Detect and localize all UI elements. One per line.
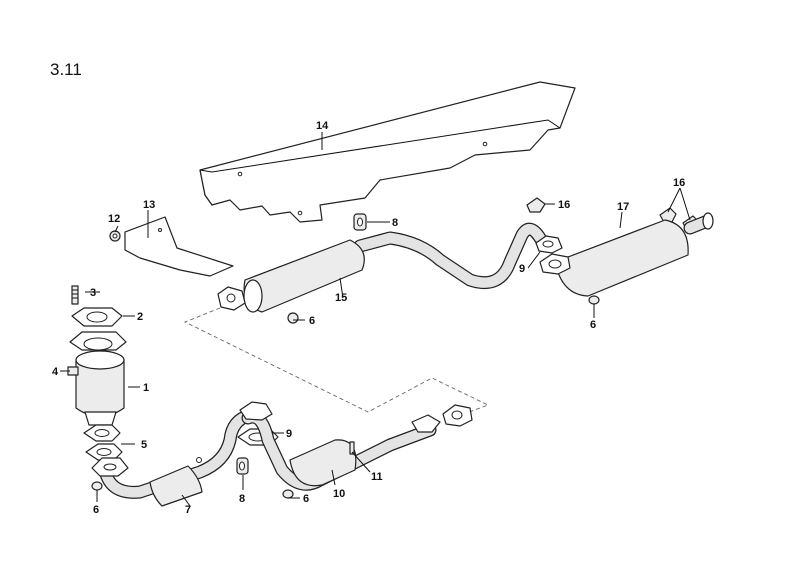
callout-11: 11 — [371, 471, 383, 483]
callout-6-mid: 6 — [303, 493, 309, 505]
callout-5: 5 — [141, 439, 147, 451]
gasket-5[interactable] — [83, 424, 123, 461]
assembly-dashed-line — [183, 307, 490, 421]
callout-4: 4 — [52, 366, 59, 378]
callout-6-front: 6 — [93, 504, 99, 516]
stud[interactable] — [71, 285, 79, 305]
callout-13: 13 — [143, 199, 155, 211]
callout-16-left: 16 — [558, 199, 570, 211]
bolt-12[interactable] — [109, 230, 121, 242]
callout-8-upper: 8 — [392, 217, 398, 229]
heat-shield[interactable] — [199, 81, 576, 223]
center-silencer[interactable] — [217, 222, 547, 313]
rubber-hanger-lower[interactable] — [236, 457, 249, 475]
callout-15: 15 — [335, 292, 347, 304]
rubber-hanger-upper[interactable] — [353, 213, 367, 231]
rear-muffler[interactable] — [539, 212, 714, 297]
callout-16-right: 16 — [673, 177, 685, 189]
callout-6-rear: 6 — [590, 319, 596, 331]
nut-6-front[interactable] — [91, 481, 103, 491]
callout-12: 12 — [108, 213, 120, 225]
callout-6-silencer: 6 — [309, 315, 315, 327]
callout-17: 17 — [617, 201, 629, 213]
intermediate-pipe[interactable] — [239, 401, 473, 491]
nut-6-mid[interactable] — [282, 489, 294, 499]
bracket-plate[interactable] — [124, 216, 234, 277]
callout-9-upper: 9 — [519, 263, 525, 275]
nut-6-silencer[interactable] — [287, 312, 299, 324]
nut-6-rear[interactable] — [588, 295, 600, 305]
callout-8-lower: 8 — [239, 493, 245, 505]
section-number: 3.11 — [50, 60, 82, 79]
front-pipe[interactable] — [91, 408, 257, 507]
catalytic-converter[interactable] — [69, 331, 127, 426]
callout-1: 1 — [143, 382, 149, 394]
sensor-11[interactable] — [349, 441, 355, 455]
callout-2: 2 — [137, 311, 143, 323]
callout-10: 10 — [333, 488, 345, 500]
callout-7: 7 — [185, 504, 191, 516]
callout-14: 14 — [316, 120, 329, 132]
leader-lines — [60, 132, 691, 507]
callout-3: 3 — [90, 287, 96, 299]
gasket-9-upper[interactable] — [535, 235, 563, 254]
gasket-2[interactable] — [71, 307, 123, 327]
callout-9-mid: 9 — [286, 428, 292, 440]
